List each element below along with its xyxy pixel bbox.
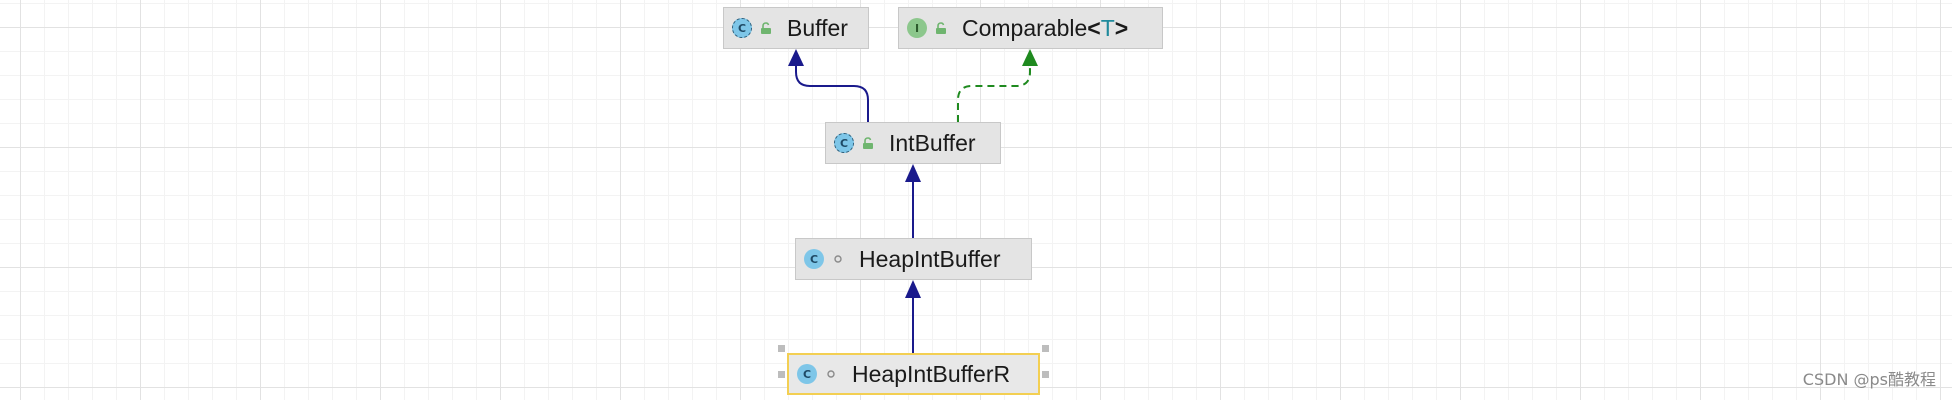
abstract-class-icon: C bbox=[834, 133, 854, 153]
selection-handle-top-right[interactable] bbox=[1042, 345, 1049, 352]
node-label: Comparable<T> bbox=[962, 15, 1128, 42]
node-comparable[interactable]: I Comparable<T> bbox=[898, 7, 1163, 49]
arrowhead-extends-heapintbuffer bbox=[905, 280, 921, 298]
selection-handle-middle-left[interactable] bbox=[778, 371, 785, 378]
selection-handle-top-left[interactable] bbox=[778, 345, 785, 352]
node-buffer[interactable]: C Buffer bbox=[723, 7, 869, 49]
abstract-class-icon: C bbox=[732, 18, 752, 38]
node-intbuffer[interactable]: C IntBuffer bbox=[825, 122, 1001, 164]
arrowhead-extends-intbuffer bbox=[905, 164, 921, 182]
public-visibility-icon bbox=[934, 21, 948, 35]
class-icon: C bbox=[797, 364, 817, 384]
node-label: Buffer bbox=[787, 14, 848, 41]
watermark: CSDN @ps酷教程 bbox=[1802, 370, 1936, 389]
public-visibility-icon bbox=[861, 136, 875, 150]
node-label: HeapIntBufferR bbox=[852, 360, 1011, 387]
node-heapintbufferr[interactable]: C HeapIntBufferR bbox=[787, 353, 1040, 395]
node-heapintbuffer[interactable]: C HeapIntBuffer bbox=[795, 238, 1032, 280]
type-parameter: T bbox=[1100, 14, 1115, 41]
node-label: HeapIntBuffer bbox=[859, 245, 1001, 272]
arrowhead-implements-comparable bbox=[1022, 49, 1038, 66]
generic-open-bracket: < bbox=[1087, 14, 1101, 41]
edge-intbuffer-implements-comparable bbox=[957, 62, 1031, 122]
node-label: IntBuffer bbox=[889, 129, 976, 156]
generic-close-bracket: > bbox=[1114, 14, 1129, 41]
interface-icon: I bbox=[907, 18, 927, 38]
class-icon: C bbox=[804, 249, 824, 269]
edge-intbuffer-extends-buffer bbox=[795, 62, 869, 122]
arrowhead-extends-buffer bbox=[788, 49, 804, 66]
public-visibility-icon bbox=[759, 21, 773, 35]
selection-handle-middle-right[interactable] bbox=[1042, 371, 1049, 378]
package-private-visibility-icon bbox=[831, 252, 845, 266]
package-private-visibility-icon bbox=[824, 367, 838, 381]
interface-name: Comparable bbox=[962, 14, 1088, 41]
